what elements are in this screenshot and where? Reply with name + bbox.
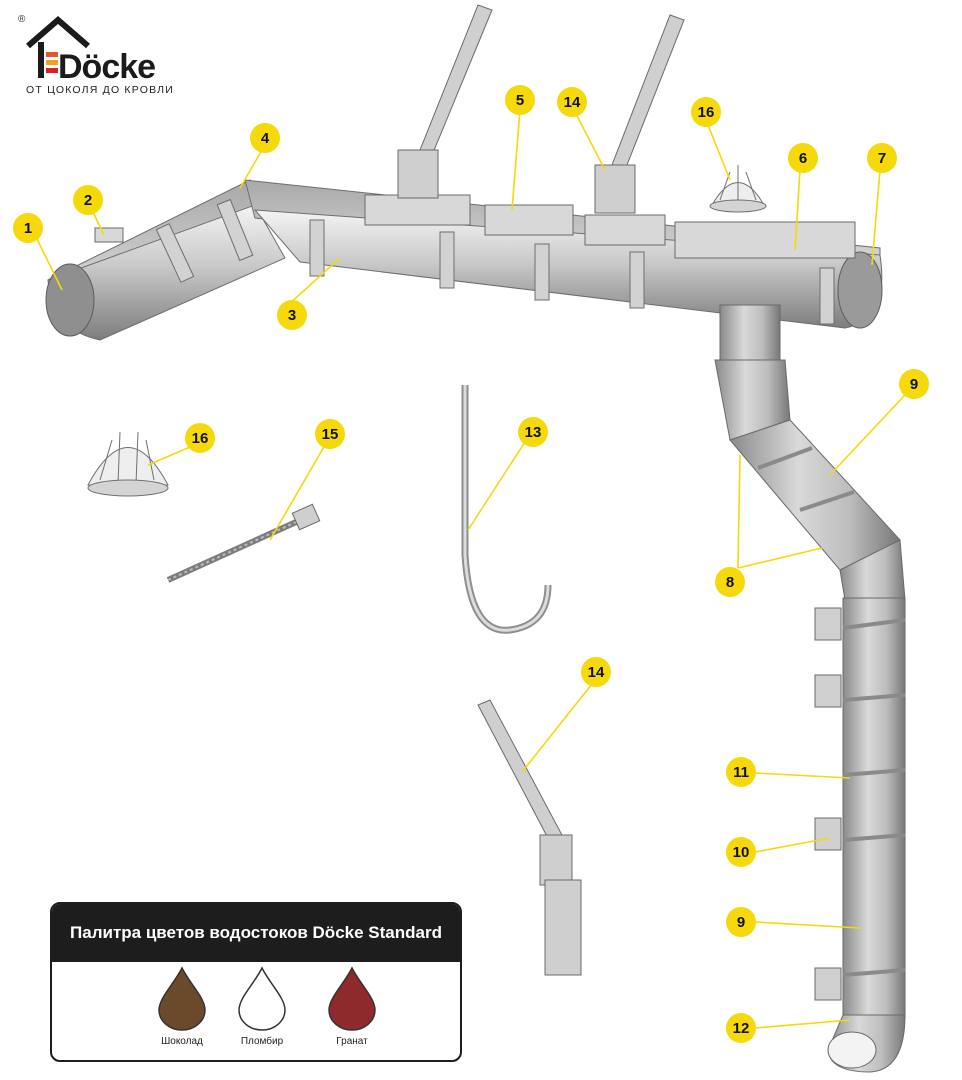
callout-8: 8	[715, 567, 745, 597]
gutter-hangers	[155, 198, 835, 325]
drop-icon	[158, 966, 206, 1031]
callout-10: 10	[726, 837, 756, 867]
color-palette: Палитра цветов водостоков Döcke Standard…	[50, 902, 462, 1062]
callout-3: 3	[277, 300, 307, 330]
leaf-guard-loose	[87, 431, 169, 497]
callout-16a: 16	[691, 97, 721, 127]
callout-13: 13	[518, 417, 548, 447]
drop-icon	[328, 966, 376, 1031]
callout-16a-label: 16	[698, 104, 715, 121]
callout-5-label: 5	[516, 92, 524, 109]
callout-9b: 9	[726, 907, 756, 937]
callout-1-label: 1	[24, 220, 32, 237]
callout-1: 1	[13, 213, 43, 243]
callout-14a-label: 14	[564, 94, 581, 111]
gutter-outlet	[719, 304, 781, 361]
callout-12-label: 12	[733, 1020, 750, 1037]
brand-logo: ® Döcke ОТ ЦОКОЛЯ ДО КРОВЛИ	[18, 14, 198, 104]
callout-8-label: 8	[726, 574, 734, 591]
callout-6-label: 6	[799, 150, 807, 167]
callout-11-label: 11	[733, 764, 749, 781]
house-icon	[26, 16, 90, 78]
callout-11: 11	[726, 757, 756, 787]
brand-tagline: ОТ ЦОКОЛЯ ДО КРОВЛИ	[26, 84, 175, 96]
long-hook-loose	[461, 385, 552, 634]
callout-16b-label: 16	[192, 430, 209, 447]
gutter-connectors	[94, 194, 856, 259]
swatch-list: Шоколад Пломбир Гранат	[52, 966, 460, 1060]
brand-name: Döcke	[58, 48, 156, 86]
callout-3-label: 3	[288, 307, 296, 324]
downpipe	[714, 359, 906, 1073]
palette-title: Палитра цветов водостоков Döcke Standard	[52, 904, 460, 962]
callout-4: 4	[250, 123, 280, 153]
leader-lines	[34, 109, 906, 1029]
callout-12: 12	[726, 1013, 756, 1043]
callout-6: 6	[788, 143, 818, 173]
swatch-plombir: Пломбир	[217, 966, 307, 1047]
callout-9a: 9	[899, 369, 929, 399]
callout-7: 7	[867, 143, 897, 173]
callout-15-label: 15	[322, 426, 339, 443]
callout-10-label: 10	[733, 844, 750, 861]
swatch-chocolate: Шоколад	[137, 966, 227, 1047]
callout-2: 2	[73, 185, 103, 215]
registered-mark: ®	[18, 14, 26, 25]
callout-4-label: 4	[261, 130, 270, 147]
callout-14b-label: 14	[588, 664, 605, 681]
swatch-label: Пломбир	[240, 1036, 284, 1047]
swatch-granat: Гранат	[307, 966, 397, 1047]
screw	[166, 503, 321, 583]
swatch-label: Шоколад	[161, 1036, 203, 1047]
callout-2-label: 2	[84, 192, 92, 209]
callout-14a: 14	[557, 87, 587, 117]
callout-13-label: 13	[525, 424, 542, 441]
long-hooks-top	[397, 4, 685, 214]
callout-15: 15	[315, 419, 345, 449]
drop-icon	[238, 966, 286, 1031]
swatch-label: Гранат	[336, 1036, 368, 1047]
callout-7-label: 7	[878, 150, 886, 167]
hook-bracket-loose	[477, 699, 582, 976]
leaf-guard-top	[709, 165, 767, 213]
callout-9a-label: 9	[910, 376, 918, 393]
callout-14b: 14	[581, 657, 611, 687]
callout-16b: 16	[185, 423, 215, 453]
callouts: 1 2 3 4 5 14 16 6 7 9 16 15 13 8 14 11 1…	[13, 85, 929, 1043]
callout-5: 5	[505, 85, 535, 115]
callout-9b-label: 9	[737, 914, 745, 931]
